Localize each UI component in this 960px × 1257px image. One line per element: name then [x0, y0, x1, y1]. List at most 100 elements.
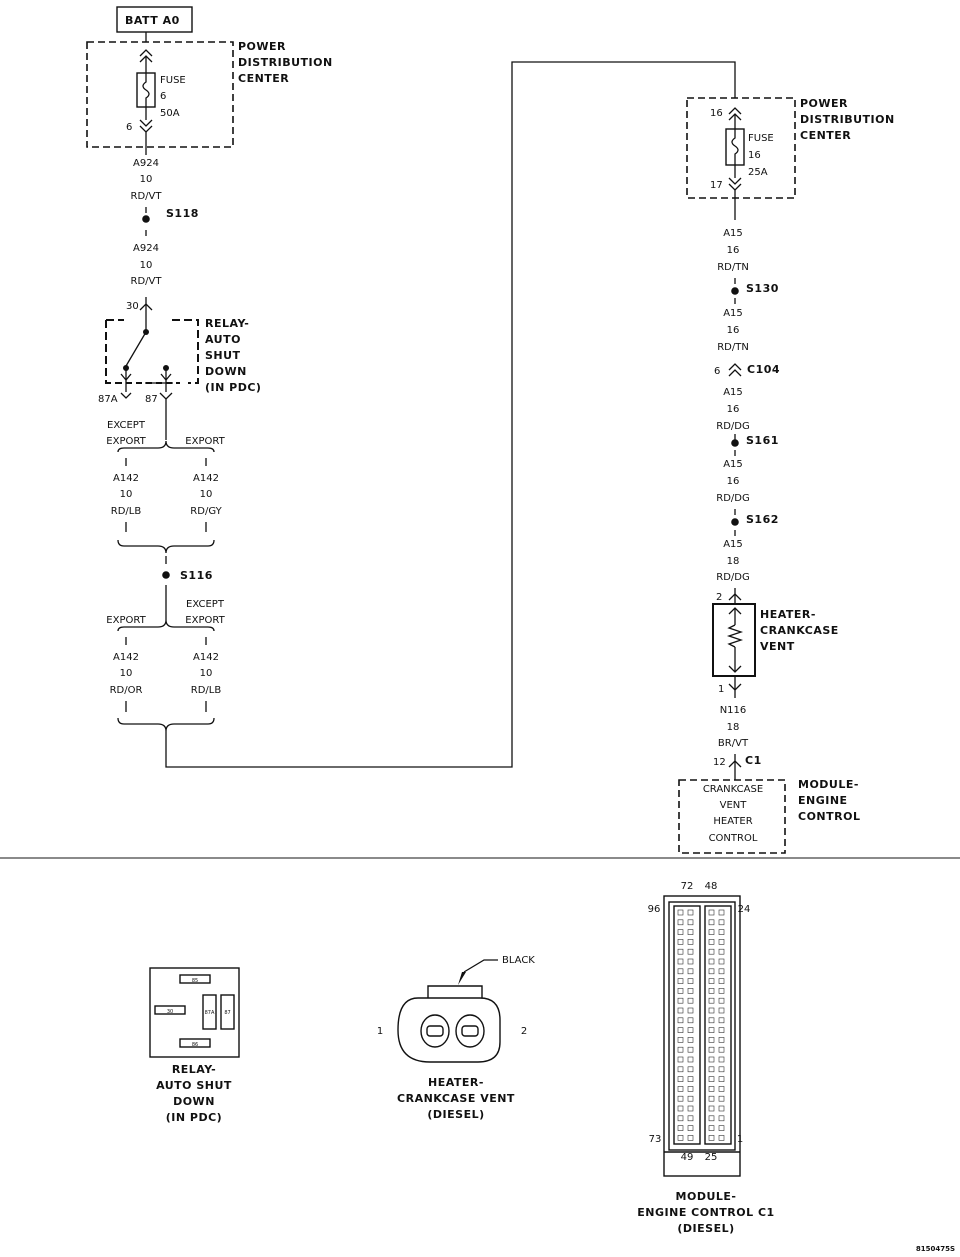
svg-text:87: 87 [145, 394, 158, 405]
svg-text:10: 10 [140, 260, 153, 271]
svg-text:1: 1 [718, 684, 724, 695]
svg-text:86: 86 [192, 1042, 198, 1048]
svg-text:72: 72 [681, 881, 694, 892]
svg-text:25A: 25A [748, 167, 768, 178]
svg-text:EXPORT: EXPORT [106, 615, 146, 626]
svg-text:16: 16 [710, 108, 723, 119]
svg-text:1: 1 [737, 1134, 743, 1145]
svg-text:RD/TN: RD/TN [717, 342, 749, 353]
svg-text:A142: A142 [193, 473, 219, 484]
svg-text:A15: A15 [723, 228, 743, 239]
pdc2-title-2: DISTRIBUTION [800, 113, 895, 126]
heater-title-2: CRANKCASE [760, 624, 839, 637]
svg-text:96: 96 [648, 904, 661, 915]
svg-text:6: 6 [714, 366, 720, 377]
svg-text:RD/DG: RD/DG [716, 572, 749, 583]
svg-text:A142: A142 [113, 473, 139, 484]
svg-text:(DIESEL): (DIESEL) [427, 1108, 484, 1121]
svg-text:16: 16 [727, 325, 740, 336]
pdc1-title-1: POWER [238, 40, 286, 53]
svg-text:1: 1 [377, 1026, 383, 1037]
svg-text:87A: 87A [98, 394, 118, 405]
svg-text:48: 48 [705, 881, 718, 892]
svg-text:10: 10 [200, 489, 213, 500]
splice-s161 [731, 439, 739, 447]
svg-text:6: 6 [126, 122, 132, 133]
ecm-title-3: CONTROL [798, 810, 860, 823]
svg-text:S161: S161 [746, 434, 779, 447]
svg-text:10: 10 [140, 174, 153, 185]
relay-title-4: DOWN [205, 365, 247, 378]
svg-text:ENGINE CONTROL C1: ENGINE CONTROL C1 [637, 1206, 774, 1219]
relay-face-view: 85 30 87A 87 86 [149, 967, 240, 1058]
svg-text:10: 10 [200, 668, 213, 679]
pdc2-title-1: POWER [800, 97, 848, 110]
svg-text:HEATER-: HEATER- [428, 1076, 484, 1089]
svg-text:87A: 87A [205, 1010, 215, 1016]
svg-text:30: 30 [126, 301, 139, 312]
svg-text:FUSE: FUSE [748, 133, 774, 144]
svg-text:EXPORT: EXPORT [185, 615, 225, 626]
svg-text:A924: A924 [133, 158, 159, 169]
svg-text:S162: S162 [746, 513, 779, 526]
ecm-title-1: MODULE- [798, 778, 859, 791]
svg-text:N116: N116 [720, 705, 747, 716]
svg-text:S118: S118 [166, 207, 199, 220]
svg-text:A15: A15 [723, 539, 743, 550]
svg-text:RD/VT: RD/VT [131, 276, 163, 287]
svg-text:EXCEPT: EXCEPT [107, 420, 146, 431]
svg-text:10: 10 [120, 489, 133, 500]
svg-text:A15: A15 [723, 308, 743, 319]
pdc1-title-2: DISTRIBUTION [238, 56, 333, 69]
svg-text:24: 24 [738, 904, 751, 915]
splice-s130 [731, 287, 739, 295]
heater-crankcase-vent [712, 603, 756, 677]
svg-text:10: 10 [120, 668, 133, 679]
splice-s116 [162, 571, 170, 579]
ecm-box [678, 779, 786, 854]
svg-text:EXCEPT: EXCEPT [186, 599, 225, 610]
heater-title-1: HEATER- [760, 608, 816, 621]
svg-text:16: 16 [727, 404, 740, 415]
svg-text:A15: A15 [723, 387, 743, 398]
svg-text:EXPORT: EXPORT [106, 436, 146, 447]
svg-text:AUTO SHUT: AUTO SHUT [156, 1079, 232, 1092]
batt-box [116, 6, 193, 33]
svg-text:DOWN: DOWN [173, 1095, 215, 1108]
svg-text:73: 73 [649, 1134, 662, 1145]
relay-auto-shutdown [105, 319, 199, 392]
svg-text:CRANKCASE: CRANKCASE [703, 784, 763, 795]
svg-text:RD/DG: RD/DG [716, 493, 749, 504]
svg-text:16: 16 [748, 150, 761, 161]
svg-text:VENT: VENT [720, 800, 748, 811]
svg-text:RD/OR: RD/OR [110, 685, 143, 696]
pdc1-title-3: CENTER [238, 72, 289, 85]
svg-text:A15: A15 [723, 459, 743, 470]
svg-text:RELAY-: RELAY- [172, 1063, 216, 1076]
svg-text:A142: A142 [193, 652, 219, 663]
ecm-title-2: ENGINE [798, 794, 848, 807]
svg-text:RD/TN: RD/TN [717, 262, 749, 273]
figure-id: 8150475S [916, 1245, 955, 1253]
svg-text:RD/LB: RD/LB [111, 506, 142, 517]
svg-text:C1: C1 [745, 754, 762, 767]
relay-title-2: AUTO [205, 333, 241, 346]
svg-text:HEATER: HEATER [713, 816, 752, 827]
svg-text:87: 87 [224, 1010, 230, 1016]
svg-text:2: 2 [521, 1026, 527, 1037]
svg-text:RD/VT: RD/VT [131, 191, 163, 202]
pdc2-title-3: CENTER [800, 129, 851, 142]
svg-text:25: 25 [705, 1152, 718, 1163]
svg-text:6: 6 [160, 91, 166, 102]
svg-text:CONTROL: CONTROL [709, 833, 758, 844]
svg-text:49: 49 [681, 1152, 694, 1163]
svg-text:BLACK: BLACK [502, 955, 535, 966]
heater-title-3: VENT [760, 640, 795, 653]
svg-text:S130: S130 [746, 282, 779, 295]
splice-s162 [731, 518, 739, 526]
svg-text:(DIESEL): (DIESEL) [677, 1222, 734, 1235]
relay-title-3: SHUT [205, 349, 241, 362]
svg-text:A924: A924 [133, 243, 159, 254]
svg-text:BR/VT: BR/VT [718, 738, 749, 749]
